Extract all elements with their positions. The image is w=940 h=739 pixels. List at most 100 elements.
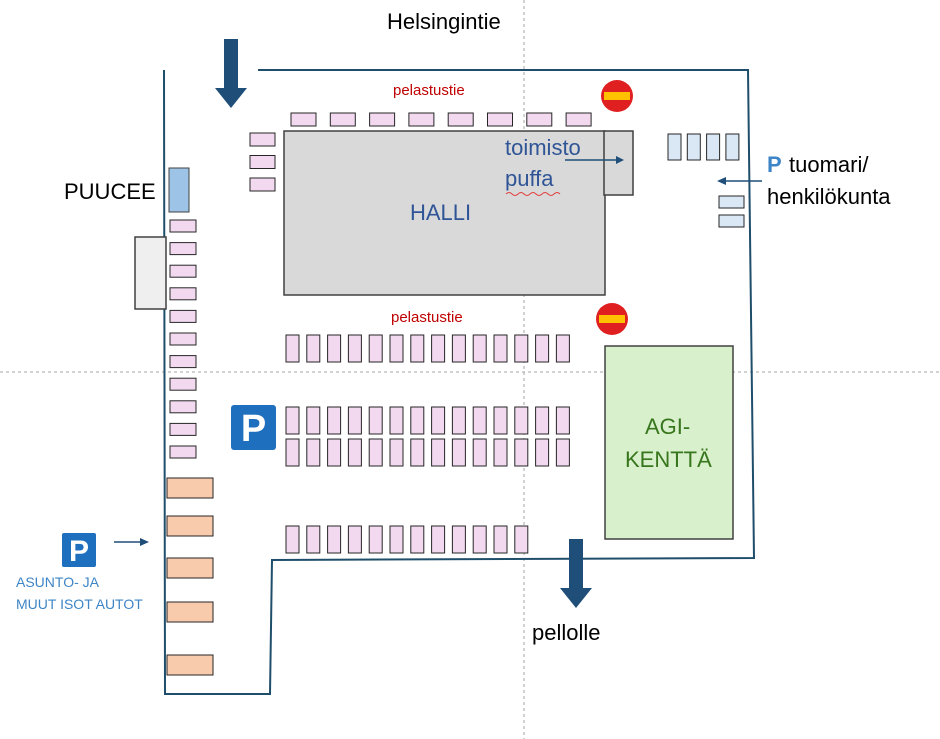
office-arrow-head — [616, 156, 624, 164]
parking-space — [410, 525, 425, 554]
parking-space — [306, 525, 321, 554]
parking-space — [431, 406, 446, 435]
parking-space — [347, 406, 362, 435]
parking-space — [169, 309, 197, 323]
agility-label-2: KENTTÄ — [625, 447, 712, 472]
parking-space — [389, 525, 404, 554]
exit-arrow — [560, 539, 592, 608]
large-vehicle-space — [166, 557, 214, 579]
large-vehicle-label-2: MUUT ISOT AUTOT — [16, 596, 143, 612]
parking-space — [555, 406, 570, 435]
parking-space — [285, 334, 300, 363]
parking-space — [285, 438, 300, 467]
no-entry-sign-bottom — [596, 303, 628, 335]
parking-space — [368, 334, 383, 363]
parking-space — [285, 406, 300, 435]
large-vehicle-arrow — [114, 538, 149, 546]
parking-space — [555, 438, 570, 467]
parking-sign-letter: P — [241, 408, 266, 450]
parking-space — [447, 112, 474, 127]
agility-field — [604, 345, 734, 540]
rescue-road-label-top: pelastustie — [393, 82, 465, 99]
parking-space — [389, 406, 404, 435]
parking-spaces — [166, 112, 745, 676]
entry-arrow — [215, 39, 247, 108]
parking-space — [169, 219, 197, 233]
parking-space — [327, 406, 342, 435]
parking-space — [290, 112, 317, 127]
staff-parking-space — [725, 133, 740, 161]
large-vehicle-space — [166, 477, 214, 499]
large-vehicle-label-1: ASUNTO- JA — [16, 574, 99, 590]
rescue-road-label-bottom: pelastustie — [391, 309, 463, 326]
parking-space — [327, 525, 342, 554]
large-vehicle-parking-sign: P — [62, 533, 96, 568]
parking-space — [327, 438, 342, 467]
parking-space — [306, 406, 321, 435]
parking-space — [493, 334, 508, 363]
parking-space — [514, 438, 529, 467]
staff-parking-label-1: tuomari/ — [789, 152, 869, 177]
parking-space — [493, 438, 508, 467]
parking-space — [408, 112, 435, 127]
parking-space — [306, 438, 321, 467]
parking-space — [431, 334, 446, 363]
parking-space — [169, 422, 197, 436]
parking-space — [249, 132, 276, 147]
hall-building — [283, 130, 606, 296]
parking-space — [249, 177, 276, 192]
large-vehicle-sign-letter: P — [69, 535, 89, 568]
parking-space — [368, 406, 383, 435]
staff-parking-space — [718, 214, 745, 228]
parking-space — [327, 334, 342, 363]
parking-space — [169, 377, 197, 391]
parking-space — [514, 525, 529, 554]
site-boundary — [163, 69, 756, 695]
parking-space — [169, 400, 197, 414]
parking-space — [306, 334, 321, 363]
parking-space — [347, 438, 362, 467]
parking-space — [368, 525, 383, 554]
parking-space — [487, 112, 513, 127]
parking-space — [347, 334, 362, 363]
parking-space — [493, 525, 508, 554]
parking-sign: P — [231, 405, 276, 450]
large-vehicle-space — [166, 654, 214, 676]
staff-parking-space — [667, 133, 682, 161]
parking-space — [249, 155, 276, 169]
parking-space — [526, 112, 553, 127]
puffa-underline — [505, 192, 561, 196]
kiosk-label: puffa — [505, 166, 554, 191]
parking-space — [472, 525, 487, 554]
hall-label: HALLI — [410, 200, 472, 225]
parking-space — [389, 334, 404, 363]
parking-space — [169, 332, 197, 346]
parking-space — [514, 406, 529, 435]
parking-space — [169, 445, 197, 459]
exit-label: pellolle — [532, 620, 601, 645]
side-building — [134, 236, 167, 310]
staff-parking-label-2: henkilökunta — [767, 184, 891, 209]
staff-parking-space — [706, 133, 721, 161]
parking-space — [535, 334, 550, 363]
toilet-label: PUUCEE — [64, 179, 156, 204]
parking-space — [389, 438, 404, 467]
parking-space — [472, 406, 487, 435]
parking-space — [431, 525, 446, 554]
parking-space — [472, 438, 487, 467]
parking-space — [410, 406, 425, 435]
parking-space — [472, 334, 487, 363]
parking-space — [431, 438, 446, 467]
parking-space — [514, 334, 529, 363]
parking-space — [347, 525, 362, 554]
parking-space — [493, 406, 508, 435]
parking-space — [451, 406, 466, 435]
parking-space — [410, 438, 425, 467]
parking-space — [410, 334, 425, 363]
agility-label-1: AGI- — [645, 414, 691, 439]
parking-space — [169, 355, 197, 369]
parking-space — [368, 438, 383, 467]
staff-parking-space — [686, 133, 701, 161]
parking-space — [451, 525, 466, 554]
